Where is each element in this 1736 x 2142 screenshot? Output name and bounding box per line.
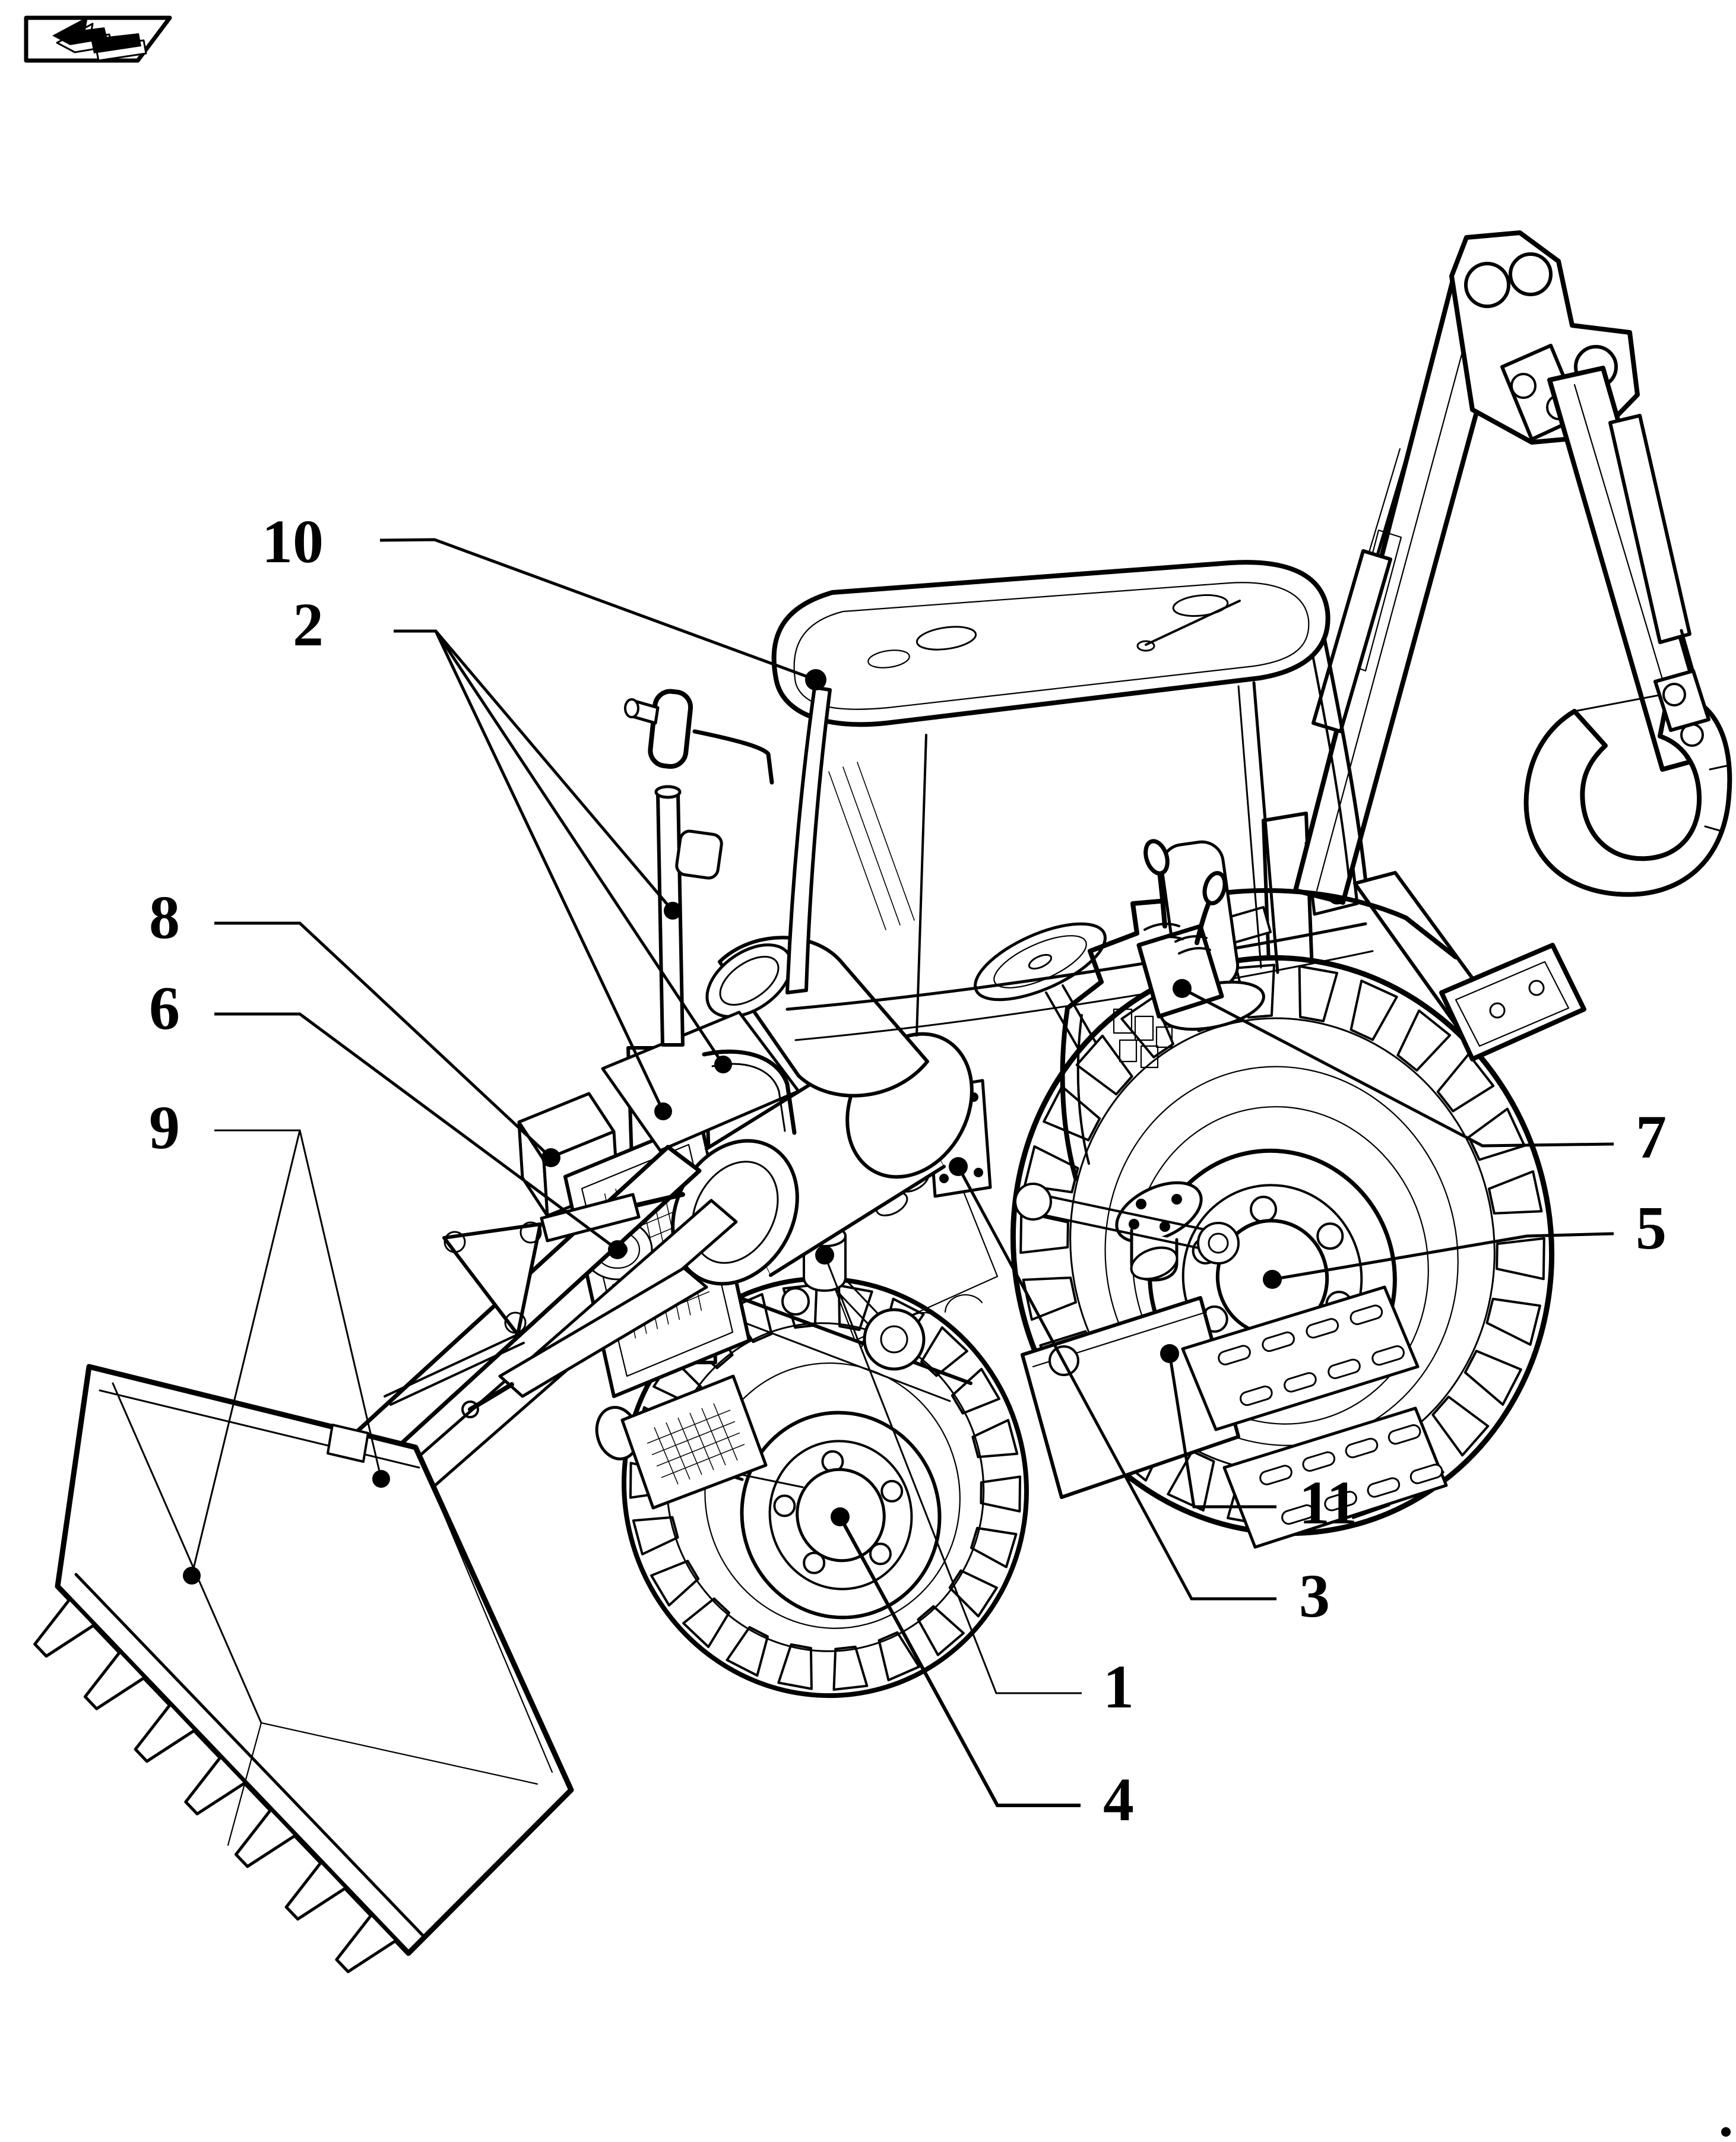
callout-label-7: 7 xyxy=(1636,1103,1667,1171)
callout-label-2: 2 xyxy=(293,591,324,659)
mirror xyxy=(648,689,693,769)
backhoe-bucket xyxy=(1523,691,1732,897)
callout-label-3: 3 xyxy=(1299,1562,1330,1630)
leader-line-battery xyxy=(214,921,552,1159)
tilt-cylinder xyxy=(540,1193,641,1243)
leader-line-tires xyxy=(1168,1353,1276,1509)
callout-label-5: 5 xyxy=(1636,1194,1667,1262)
callout-label-9: 9 xyxy=(149,1094,180,1162)
leader-line-backhoe-control-levers xyxy=(1181,987,1614,1148)
leader-dot-cooling-radiator xyxy=(608,1240,627,1259)
cab-roof xyxy=(771,560,1330,727)
steering-wheel xyxy=(974,922,1107,1002)
callout-label-8: 8 xyxy=(149,883,180,952)
callout-3: 3 xyxy=(949,1157,1330,1630)
leader-dot-tires xyxy=(1160,1344,1179,1363)
leader-dot-exhaust-and-air-intake xyxy=(654,1102,672,1120)
callout-4: 4 xyxy=(831,1507,1134,1834)
leader-line-exhaust-and-air-intake xyxy=(434,630,725,1066)
brand-logo xyxy=(24,15,172,63)
callout-label-1: 1 xyxy=(1103,1653,1134,1721)
lift-cylinder xyxy=(498,1266,708,1398)
leader-line-engine xyxy=(823,1254,1082,1694)
leader-line-rear-axle xyxy=(1272,1232,1614,1281)
leader-line-front-axle xyxy=(838,1516,1081,1807)
leader-line-exhaust-and-air-intake xyxy=(434,630,665,1113)
callout-1: 1 xyxy=(815,1246,1134,1721)
callouts: 10 2 8 6 9 7 5 11 3 1 4 xyxy=(149,508,1667,1834)
leader-dot-front-axle xyxy=(831,1507,850,1526)
leader-dot-backhoe-control-levers xyxy=(1173,979,1192,998)
leader-dot-rear-axle xyxy=(1263,1270,1282,1289)
leader-dot-loader-and-bucket xyxy=(183,1567,201,1585)
leader-line-cab-roof xyxy=(379,538,816,682)
backhoe-attachment xyxy=(1197,230,1732,1011)
page-mark-dot xyxy=(1721,2127,1731,2137)
leader-dot-transmission xyxy=(949,1157,968,1176)
leader-dot-engine xyxy=(815,1246,834,1265)
callout-5: 5 xyxy=(1263,1194,1667,1289)
leader-line-cooling-radiator xyxy=(214,1012,619,1251)
leader-line-loader-and-bucket xyxy=(191,1130,301,1576)
leader-line-transmission xyxy=(956,1165,1276,1601)
callout-label-11: 11 xyxy=(1299,1469,1357,1537)
callout-7: 7 xyxy=(1173,979,1667,1171)
dipper-cylinder xyxy=(1608,414,1691,644)
loader-bucket xyxy=(33,1364,574,1973)
callout-8: 8 xyxy=(149,883,560,1167)
callout-9: 9 xyxy=(149,1094,390,1585)
callout-label-6: 6 xyxy=(149,974,180,1043)
leader-line-exhaust-and-air-intake xyxy=(394,629,674,912)
callout-6: 6 xyxy=(149,974,627,1259)
bellcrank xyxy=(442,1222,542,1336)
callout-11: 11 xyxy=(1160,1344,1357,1537)
leader-dot-battery xyxy=(541,1148,560,1167)
stabilizer-pad xyxy=(1439,943,1586,1062)
callout-label-4: 4 xyxy=(1103,1766,1134,1834)
leader-dot-exhaust-and-air-intake xyxy=(714,1056,732,1073)
callout-2: 2 xyxy=(293,591,732,1120)
logo-arrow-icon xyxy=(52,17,141,53)
leader-dot-loader-and-bucket xyxy=(372,1470,390,1488)
callout-10: 10 xyxy=(262,508,826,690)
leader-dot-exhaust-and-air-intake xyxy=(664,902,682,920)
bucket-shell xyxy=(55,1364,574,1956)
cab xyxy=(702,560,1374,1135)
leader-dot-cab-roof xyxy=(805,669,826,690)
callout-label-10: 10 xyxy=(262,508,324,576)
